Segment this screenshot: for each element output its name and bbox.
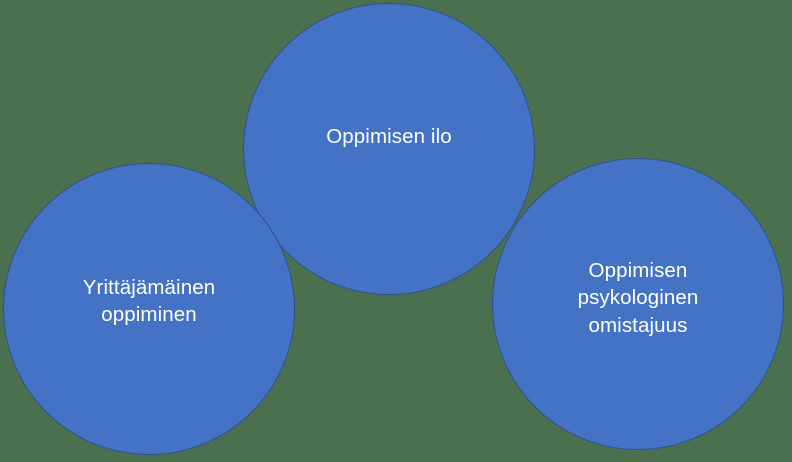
venn-circle-yrittajamainen-oppiminen[interactable]: Yrittäjämäinen oppiminen bbox=[3, 163, 295, 455]
venn-circle-label-left: Yrittäjämäinen oppiminen bbox=[82, 275, 216, 326]
venn-circle-label-top: Oppimisen ilo bbox=[326, 125, 452, 149]
venn-circle-oppimisen-psykologinen-omistajuus[interactable]: Oppimisen psykologinen omistajuus bbox=[492, 158, 784, 450]
venn-circle-label-right: Oppimisen psykologinen omistajuus bbox=[577, 258, 699, 337]
venn-circle-oppimisen-ilo[interactable]: Oppimisen ilo bbox=[243, 3, 535, 295]
